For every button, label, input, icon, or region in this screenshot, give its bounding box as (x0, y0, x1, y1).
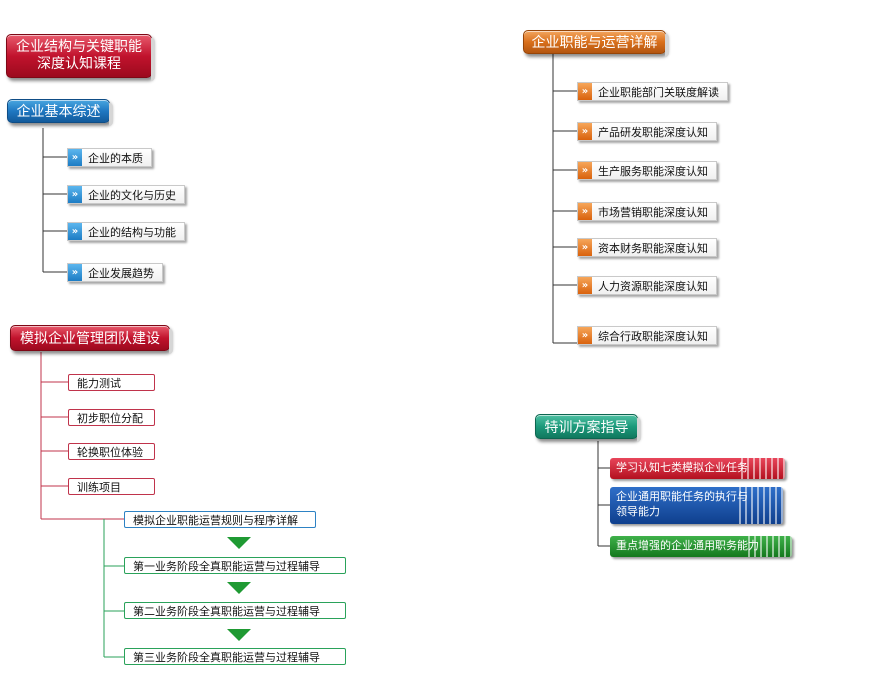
course-title: 企业结构与关键职能深度认知课程 (6, 34, 155, 81)
chevron-right-icon: » (68, 149, 82, 166)
function-item-label: 人力资源职能深度认知 (598, 279, 708, 293)
team-item: 能力测试 (68, 374, 155, 391)
section-functions-header: 企业职能与运营详解 (523, 30, 669, 57)
basics-item-label: 企业的结构与功能 (88, 225, 176, 239)
chevron-right-icon: » (578, 83, 592, 100)
team-item: 训练项目 (68, 478, 155, 495)
basics-item: » 企业的文化与历史 (67, 185, 185, 204)
function-item-label: 综合行政职能深度认知 (598, 329, 708, 343)
function-item: » 综合行政职能深度认知 (577, 326, 717, 345)
function-item: » 资本财务职能深度认知 (577, 238, 717, 257)
team-item-label: 训练项目 (77, 480, 121, 494)
chevron-right-icon: » (578, 239, 592, 256)
team-rules-box: 模拟企业职能运营规则与程序详解 (124, 511, 316, 528)
course-title-text: 企业结构与关键职能深度认知课程 (16, 39, 142, 72)
function-item-label: 资本财务职能深度认知 (598, 241, 708, 255)
training-item-label: 重点增强的企业通用职务能力 (616, 539, 759, 552)
chevron-right-icon: » (578, 277, 592, 294)
training-item-label: 学习认知七类模拟企业任务 (616, 461, 748, 474)
chevron-right-icon: » (68, 223, 82, 240)
section-training-header: 特训方案指导 (535, 414, 641, 442)
chevron-right-icon: » (578, 203, 592, 220)
stage-label: 第一业务阶段全真职能运营与过程辅导 (133, 559, 320, 573)
function-item: » 生产服务职能深度认知 (577, 161, 717, 180)
training-item: 重点增强的企业通用职务能力 (610, 536, 792, 557)
section-team-title: 模拟企业管理团队建设 (20, 331, 160, 347)
basics-item: » 企业的本质 (67, 148, 152, 167)
function-item: » 企业职能部门关联度解读 (577, 82, 728, 101)
basics-item: » 企业的结构与功能 (67, 222, 185, 241)
stage-box: 第一业务阶段全真职能运营与过程辅导 (124, 557, 346, 574)
chevron-right-icon: » (578, 123, 592, 140)
function-item: » 产品研发职能深度认知 (577, 122, 717, 141)
basics-item-label: 企业的文化与历史 (88, 188, 176, 202)
basics-item-label: 企业发展趋势 (88, 266, 154, 280)
team-item: 轮换职位体验 (68, 443, 155, 460)
chevron-right-icon: » (68, 264, 82, 281)
section-basics-title: 企业基本综述 (16, 104, 101, 120)
chevron-right-icon: » (578, 327, 592, 344)
stage-label: 第二业务阶段全真职能运营与过程辅导 (133, 604, 320, 618)
down-arrow-icon (227, 537, 251, 549)
section-training-title: 特训方案指导 (544, 419, 629, 436)
function-item: » 人力资源职能深度认知 (577, 276, 717, 295)
section-functions-title: 企业职能与运营详解 (531, 35, 658, 51)
basics-item: » 企业发展趋势 (67, 263, 163, 282)
stage-label: 第三业务阶段全真职能运营与过程辅导 (133, 650, 320, 664)
training-item: 企业通用职能任务的执行与领导能力 (610, 487, 783, 524)
function-item-label: 企业职能部门关联度解读 (598, 85, 719, 99)
stage-box: 第三业务阶段全真职能运营与过程辅导 (124, 648, 346, 665)
training-item-label: 企业通用职能任务的执行与领导能力 (616, 490, 748, 518)
basics-item-label: 企业的本质 (88, 151, 143, 165)
stage-box: 第二业务阶段全真职能运营与过程辅导 (124, 602, 346, 619)
team-item-label: 轮换职位体验 (77, 445, 143, 459)
section-team-header: 模拟企业管理团队建设 (10, 325, 173, 354)
function-item: » 市场营销职能深度认知 (577, 202, 717, 221)
chevron-right-icon: » (68, 186, 82, 203)
training-item: 学习认知七类模拟企业任务 (610, 458, 785, 479)
team-rules-label: 模拟企业职能运营规则与程序详解 (133, 513, 298, 527)
function-item-label: 生产服务职能深度认知 (598, 164, 708, 178)
down-arrow-icon (227, 582, 251, 594)
section-basics-header: 企业基本综述 (7, 99, 113, 126)
function-item-label: 市场营销职能深度认知 (598, 205, 708, 219)
team-item-label: 能力测试 (77, 376, 121, 390)
team-item-label: 初步职位分配 (77, 411, 143, 425)
function-item-label: 产品研发职能深度认知 (598, 125, 708, 139)
team-item: 初步职位分配 (68, 409, 155, 426)
down-arrow-icon (227, 629, 251, 641)
chevron-right-icon: » (578, 162, 592, 179)
